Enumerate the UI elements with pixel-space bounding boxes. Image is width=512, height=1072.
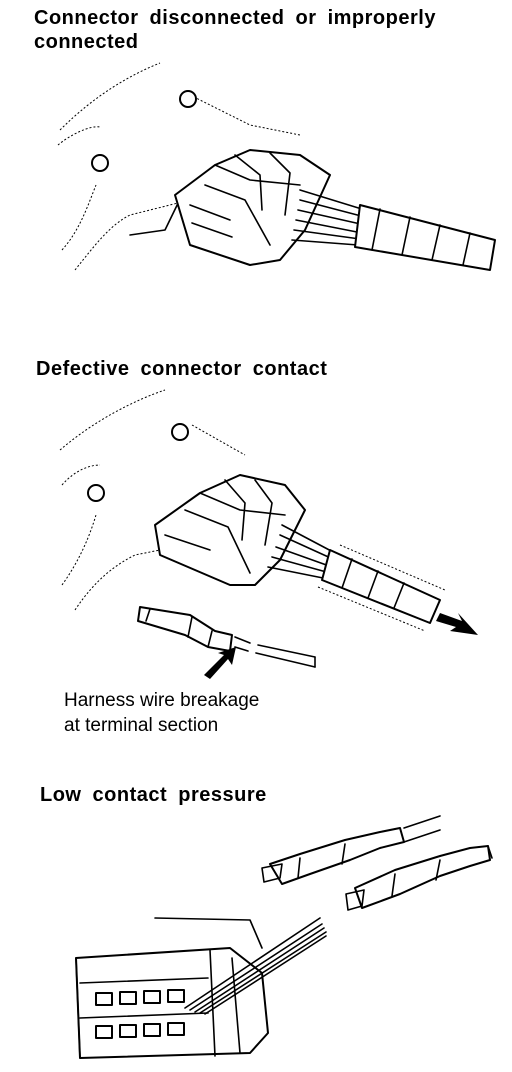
figure-connector-disconnected (57, 62, 496, 271)
section-title-defective-contact: Defective connector contact (36, 358, 328, 380)
pull-direction-arrow-icon (436, 613, 478, 635)
mounting-bracket (57, 62, 301, 271)
annotation-line-2: at terminal section (64, 715, 219, 736)
harness-wires (267, 524, 336, 580)
broken-wire (234, 636, 316, 668)
connector-block (75, 947, 269, 1059)
bolt-lower (87, 484, 105, 502)
bolt-lower (91, 154, 109, 172)
connector-housing (174, 149, 331, 266)
bolt-upper (171, 423, 189, 441)
crimp-terminal (137, 606, 233, 652)
figure-defective-contact (59, 389, 478, 679)
bolt-upper (179, 90, 197, 108)
harness-sleeve (317, 544, 446, 632)
mounting-bracket (59, 389, 246, 611)
leader-line (154, 917, 263, 949)
harness-wires (291, 189, 366, 246)
harness-sleeve (354, 204, 496, 271)
terminal-lower (345, 845, 493, 911)
section-title-disconnected: Connector disconnected or improperly con… (34, 7, 436, 53)
section-title-low-pressure: Low contact pressure (40, 784, 267, 806)
connector-housing (154, 474, 306, 586)
terminal-upper (261, 815, 441, 885)
figure-low-contact-pressure (75, 815, 493, 1059)
breakage-annotation: Harness wire breakage at terminal sectio… (64, 688, 259, 738)
probe-wire-bundle (184, 917, 327, 1015)
breakage-arrow-icon (204, 647, 236, 679)
annotation-line-1: Harness wire breakage (64, 690, 260, 711)
